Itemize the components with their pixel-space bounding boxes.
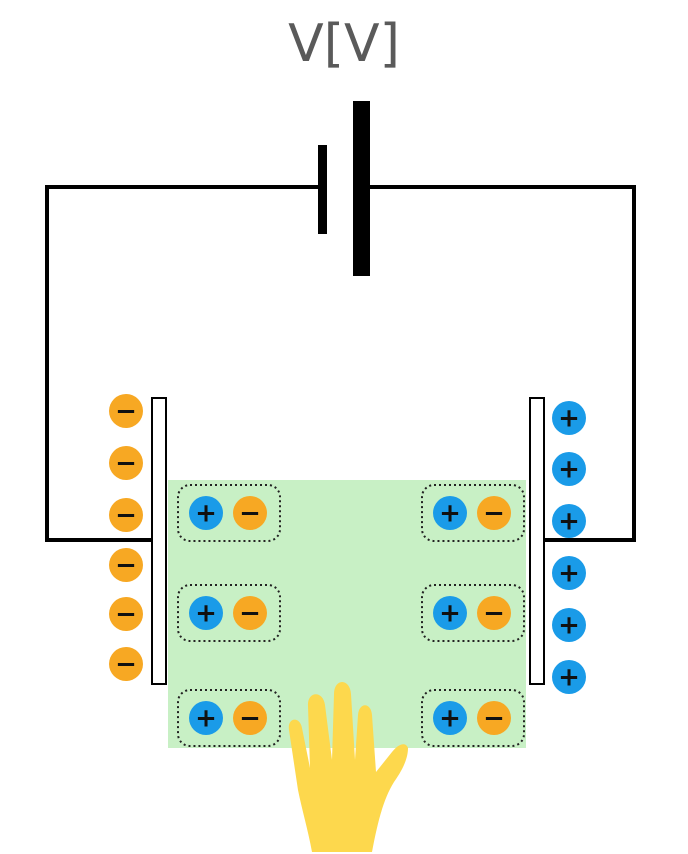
plus-sign: + xyxy=(558,663,580,693)
negative-charge: − xyxy=(109,394,143,428)
dipole-positive-charge: + xyxy=(189,496,223,530)
minus-sign: − xyxy=(115,551,137,581)
negative-charge: − xyxy=(109,647,143,681)
dipole-negative-charge: − xyxy=(233,496,267,530)
dipole-outline xyxy=(421,584,525,642)
dipole-positive-charge: + xyxy=(189,596,223,630)
plus-sign: + xyxy=(558,611,580,641)
dipole-outline xyxy=(177,689,281,747)
plus-sign: + xyxy=(558,404,580,434)
hand-icon xyxy=(288,682,408,852)
dipole-positive-charge: + xyxy=(433,496,467,530)
plus-sign: + xyxy=(558,455,580,485)
minus-sign: − xyxy=(239,599,261,629)
negative-charge: − xyxy=(109,446,143,480)
battery-positive-terminal xyxy=(353,101,370,276)
negative-charge: − xyxy=(109,597,143,631)
plus-sign: + xyxy=(439,599,461,629)
dipole-positive-charge: + xyxy=(433,701,467,735)
positive-charge: + xyxy=(552,401,586,435)
minus-sign: − xyxy=(483,499,505,529)
minus-sign: − xyxy=(115,600,137,630)
voltage-label: V[V] xyxy=(288,14,400,74)
dipole-outline xyxy=(177,584,281,642)
minus-sign: − xyxy=(115,501,137,531)
positive-charge: + xyxy=(552,452,586,486)
dipole-negative-charge: − xyxy=(233,701,267,735)
minus-sign: − xyxy=(483,599,505,629)
plus-sign: + xyxy=(439,499,461,529)
dipole-negative-charge: − xyxy=(477,496,511,530)
battery-negative-terminal xyxy=(318,145,327,234)
dipole-positive-charge: + xyxy=(433,596,467,630)
plus-sign: + xyxy=(558,559,580,589)
left-capacitor-plate xyxy=(151,397,167,685)
positive-charge: + xyxy=(552,556,586,590)
positive-charge: + xyxy=(552,504,586,538)
dipole-negative-charge: − xyxy=(233,596,267,630)
plus-sign: + xyxy=(439,704,461,734)
minus-sign: − xyxy=(239,704,261,734)
minus-sign: − xyxy=(115,449,137,479)
plus-sign: + xyxy=(558,507,580,537)
plus-sign: + xyxy=(195,499,217,529)
plus-sign: + xyxy=(195,599,217,629)
minus-sign: − xyxy=(115,397,137,427)
dipole-positive-charge: + xyxy=(189,701,223,735)
negative-charge: − xyxy=(109,498,143,532)
dipole-outline xyxy=(421,484,525,542)
dipole-outline xyxy=(177,484,281,542)
circuit-wire xyxy=(45,185,636,542)
minus-sign: − xyxy=(483,704,505,734)
positive-charge: + xyxy=(552,608,586,642)
right-capacitor-plate xyxy=(529,397,545,685)
dipole-outline xyxy=(421,689,525,747)
dipole-negative-charge: − xyxy=(477,701,511,735)
minus-sign: − xyxy=(239,499,261,529)
negative-charge: − xyxy=(109,548,143,582)
plus-sign: + xyxy=(195,704,217,734)
minus-sign: − xyxy=(115,650,137,680)
dipole-negative-charge: − xyxy=(477,596,511,630)
positive-charge: + xyxy=(552,660,586,694)
